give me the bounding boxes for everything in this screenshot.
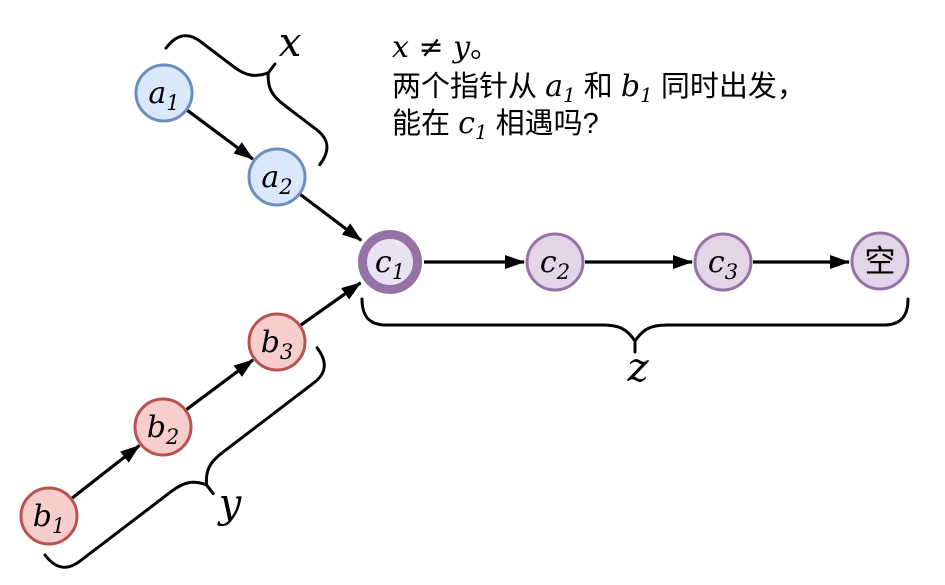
node-null-label: 空 xyxy=(865,244,896,279)
node-c1-highlighted: c1 xyxy=(358,230,422,294)
node-b2-label: b2 xyxy=(147,410,180,449)
node-a1-circle xyxy=(134,63,194,123)
node-null: 空 xyxy=(850,231,910,291)
node-b3-circle xyxy=(247,312,307,372)
node-b2: b2 xyxy=(133,397,193,457)
arrow-a2-c1 xyxy=(299,193,363,242)
node-c3: c3 xyxy=(693,232,753,292)
note-line-2: 两个指针从 a1 和 b1 同时出发， xyxy=(392,69,806,107)
node-a2-label: a2 xyxy=(261,160,292,199)
node-null-circle xyxy=(850,231,910,291)
annotation: x ≠ y。 两个指针从 a1 和 b1 同时出发， 能在 c1 相遇吗? xyxy=(392,30,806,144)
brace-x xyxy=(164,34,329,167)
node-c1-label: c1 xyxy=(375,245,405,284)
node-b1: b1 xyxy=(19,486,79,546)
node-a1-label: a1 xyxy=(148,76,179,115)
node-c2: c2 xyxy=(525,232,585,292)
node-c2-circle xyxy=(525,232,585,292)
node-c3-label: c3 xyxy=(708,245,738,284)
node-b2-circle xyxy=(133,397,193,457)
arrow-b3-c1 xyxy=(299,281,362,327)
node-b3-label: b3 xyxy=(261,325,294,364)
arrow-b1-b2 xyxy=(70,444,141,500)
node-c1-ring xyxy=(358,230,422,294)
brace-z-label: z xyxy=(626,345,649,391)
arrow-b2-b3 xyxy=(185,358,254,411)
arrow-a1-a2 xyxy=(186,109,254,161)
node-b1-label: b1 xyxy=(33,499,66,538)
node-a2: a2 xyxy=(247,147,307,207)
node-a1: a1 xyxy=(134,63,194,123)
node-b3: b3 xyxy=(247,312,307,372)
node-c3-circle xyxy=(693,232,753,292)
edges xyxy=(70,109,850,500)
node-b1-circle xyxy=(19,486,79,546)
note-line-1: x ≠ y。 xyxy=(392,30,499,65)
note-line-3: 能在 c1 相遇吗? xyxy=(392,106,599,144)
node-a2-circle xyxy=(247,147,307,207)
brace-x-label: x xyxy=(279,20,302,66)
brace-y-label: y xyxy=(217,481,243,527)
node-c2-label: c2 xyxy=(540,245,570,284)
brace-z xyxy=(360,297,910,354)
brace-y xyxy=(43,346,326,569)
